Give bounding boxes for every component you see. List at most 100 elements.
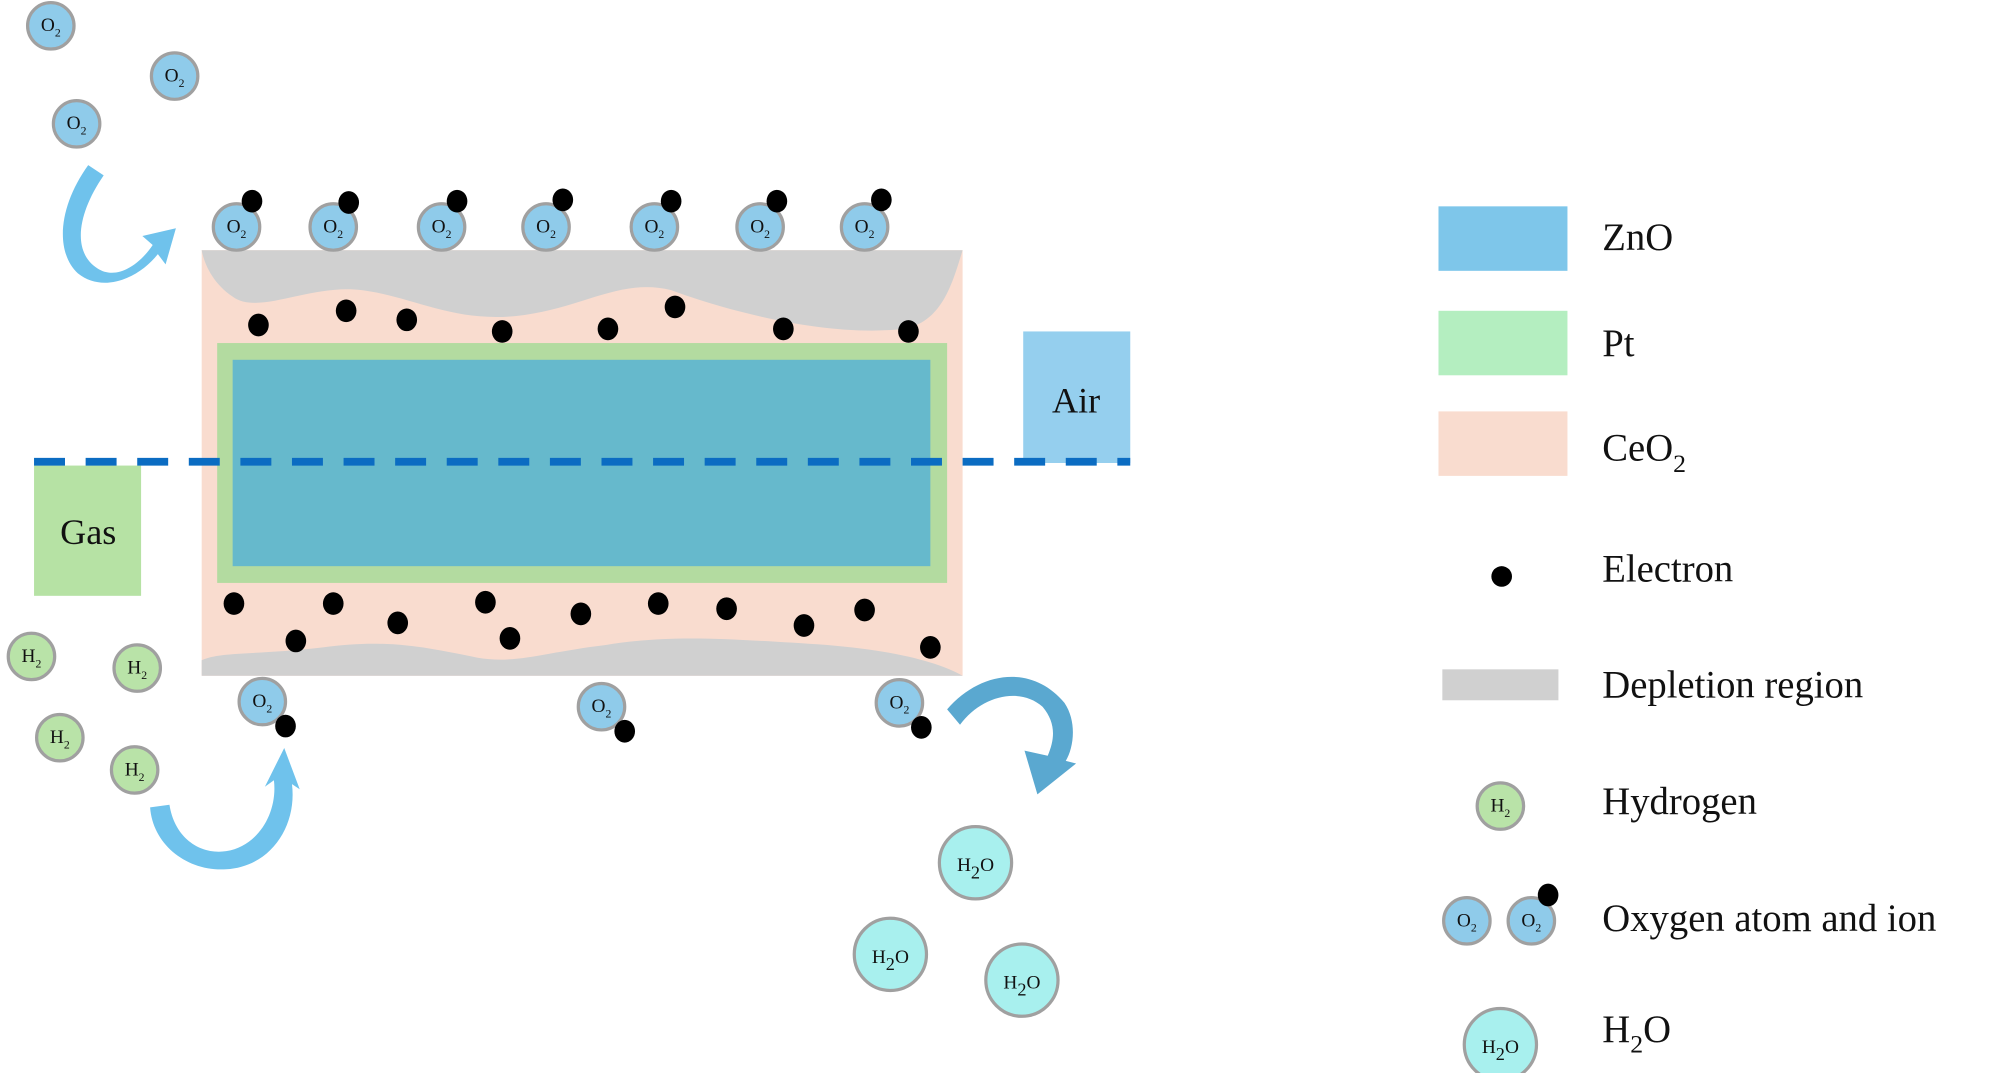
o2-molecule: O2 [521, 188, 574, 252]
o2-molecule: O2 [735, 189, 788, 252]
svg-text:O2: O2 [536, 216, 556, 240]
o2-molecule: O2 [211, 189, 263, 252]
svg-text:O2: O2 [592, 696, 612, 720]
electron-dot [766, 189, 788, 213]
o2-molecule: O2 [237, 676, 296, 738]
depletion-region-top [201, 250, 963, 331]
svg-text:O2: O2 [1457, 910, 1477, 934]
air-box: Air [1023, 331, 1131, 463]
electron-dot [664, 295, 686, 319]
svg-text:H2: H2 [50, 727, 70, 751]
electron-dot [248, 313, 269, 337]
o2-molecule: O2 [25, 0, 76, 51]
electron-dot [1537, 883, 1559, 907]
electron-dot [275, 714, 296, 738]
legend-label-hydrogen: Hydrogen [1602, 781, 1757, 823]
legend-swatch-ceo2 [1438, 411, 1568, 476]
svg-text:H2O: H2O [1003, 973, 1040, 1000]
svg-text:O2: O2 [67, 113, 87, 137]
svg-text:H2: H2 [125, 759, 145, 783]
o2-molecule: O2 [1442, 895, 1492, 946]
svg-text:H2O: H2O [957, 855, 994, 882]
electron-dot [499, 627, 521, 650]
electron-dot [898, 320, 919, 343]
h2-molecule: H2 [6, 631, 57, 682]
electron-dot [854, 598, 875, 622]
electron-dot [793, 614, 815, 637]
gas-label: Gas [60, 512, 116, 552]
electron-dot [647, 592, 669, 615]
electron-dot [387, 611, 409, 635]
legend-label-depletion: Depletion region [1602, 665, 1863, 707]
h2-molecule: H2 [35, 712, 85, 763]
svg-text:O2: O2 [41, 15, 61, 39]
arrows [62, 165, 1077, 870]
o2-molecule: O2 [874, 678, 932, 739]
svg-text:O2: O2 [432, 216, 452, 240]
electron-dot [773, 317, 794, 341]
electron-dot [911, 716, 932, 739]
legend-electron-icon [1491, 566, 1512, 587]
legend-label-pt: Pt [1602, 323, 1635, 365]
depletion-region-bottom [201, 638, 963, 676]
svg-text:O2: O2 [889, 692, 909, 716]
svg-text:O2: O2 [252, 691, 272, 715]
o2-molecule: O2 [308, 191, 360, 252]
legend-swatch-pt [1438, 310, 1568, 376]
h2-molecule: H2 [109, 745, 160, 795]
electron-dot [241, 189, 263, 213]
electron-dot [322, 592, 344, 615]
legend-label-ceo2: CeO2 [1602, 427, 1686, 478]
legend-label-oxygen: Oxygen atom and ion [1602, 898, 1936, 940]
h2o-molecule: H2O [1462, 1006, 1539, 1073]
o2-molecule: O2 [629, 189, 682, 252]
h2o-molecule: H2O [852, 916, 929, 993]
arrow-h2-reaction [150, 748, 300, 870]
legend-label-water: H2O [1602, 1009, 1671, 1058]
legend-label-zno: ZnO [1602, 217, 1673, 259]
electron-dot [614, 719, 636, 743]
electron-dot [285, 629, 307, 653]
svg-text:O2: O2 [750, 216, 770, 240]
o2-molecule: O2 [149, 51, 200, 101]
gas-air-divider [34, 457, 1131, 473]
legend-swatch-depletion [1442, 669, 1559, 701]
electron-dot [335, 299, 357, 323]
svg-text:H2O: H2O [872, 947, 909, 974]
o2-molecule: O2 [51, 98, 102, 149]
electron-dot [491, 320, 513, 343]
o2-molecule: O2 [576, 681, 636, 743]
o2-molecule: O2 [416, 189, 468, 252]
svg-text:O2: O2 [1521, 910, 1541, 934]
air-label: Air [1052, 381, 1100, 421]
svg-text:O2: O2 [644, 216, 664, 240]
svg-text:O2: O2 [855, 216, 875, 240]
gas-box: Gas [34, 465, 142, 596]
h2-molecule: H2 [1475, 781, 1526, 831]
svg-text:O2: O2 [165, 66, 185, 90]
electron-dot [871, 188, 892, 212]
legend-label-electron: Electron [1602, 549, 1733, 591]
electron-dot [552, 188, 574, 212]
svg-text:H2O: H2O [1482, 1037, 1519, 1064]
h2-molecule: H2 [112, 643, 163, 693]
electron-dot [920, 636, 941, 659]
arrow-h2o-release [947, 676, 1077, 795]
o2-molecule: O2 [839, 188, 892, 252]
svg-text:O2: O2 [323, 216, 343, 240]
electron-dot [597, 317, 619, 341]
electron-dot [223, 592, 245, 615]
h2o-molecule: H2O [937, 825, 1014, 901]
svg-text:H2: H2 [127, 657, 147, 681]
electron-dot [446, 189, 468, 213]
arrow-o2-adsorption [62, 165, 176, 283]
svg-text:H2: H2 [22, 646, 42, 670]
h2o-molecule: H2O [984, 942, 1060, 1018]
electron-dot [716, 597, 737, 621]
electron-dot [475, 590, 496, 614]
electron-dot [338, 191, 360, 214]
svg-text:H2: H2 [1490, 795, 1510, 819]
